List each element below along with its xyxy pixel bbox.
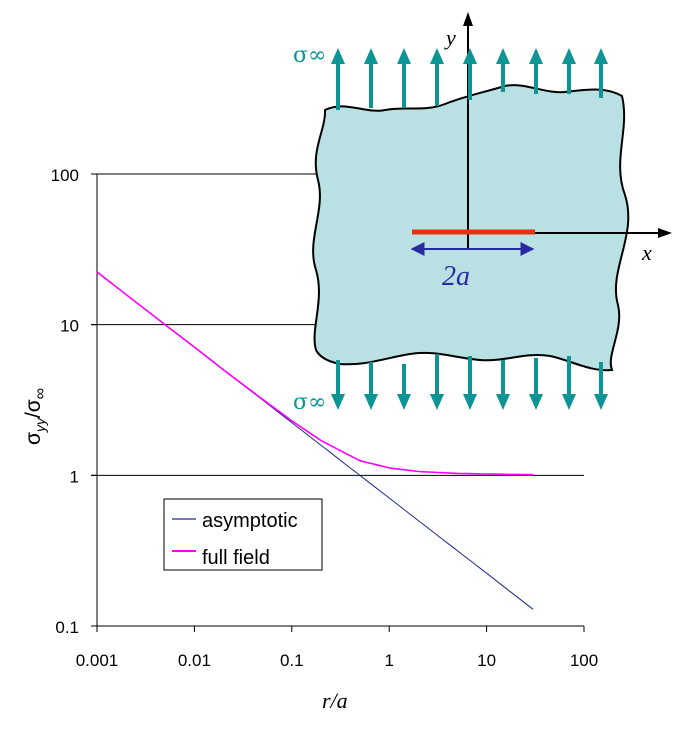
tension-arrowhead [430,394,444,410]
tension-arrowhead [594,48,608,64]
y-tick-label: 1 [70,467,79,486]
x-tick-label: 0.1 [280,651,304,670]
tension-arrowhead [562,48,576,64]
tension-arrows-bottom [331,354,608,410]
y-tick-label: 0.1 [55,618,79,637]
axes [91,173,585,632]
inset-y-arrowhead [463,12,473,26]
stress-label-top: σ∞ [293,43,326,68]
legend-box [163,498,323,571]
tension-arrowhead [594,394,608,410]
x-tick-label: 10 [477,651,496,670]
tension-arrowhead [397,48,411,64]
tension-arrowhead [529,394,543,410]
y-tick-label: 10 [60,317,79,336]
tension-arrowhead [397,394,411,410]
y-tick-label: 100 [51,166,79,185]
x-tick-label: 1 [384,651,393,670]
plate-body [312,84,630,372]
y-title-sub: yy [32,417,48,433]
stress-label-bottom: σ∞ [293,390,326,415]
tension-arrowhead [529,48,543,64]
tension-arrowhead [331,394,345,410]
x-tick-label: 0.001 [76,651,119,670]
inset-y-label: y [444,25,456,50]
x-axis-title: r/a [322,688,348,713]
y-title-sigma: σ [22,432,45,445]
x-tick-label: 0.01 [178,651,211,670]
inset-x-arrowhead [658,228,672,238]
tension-arrowhead [364,394,378,410]
series-line-full-field [96,271,534,476]
tension-arrowhead [496,394,510,410]
legend: asymptotic full field [163,498,323,571]
y-axis-title: σyy/σ∞ [22,388,49,445]
tension-arrows-top [331,48,608,110]
legend-label-asymptotic: asymptotic [202,510,298,532]
tension-arrowhead [463,48,477,64]
x-tick-label: 100 [570,651,598,670]
legend-label-full-field: full field [202,547,270,569]
tension-arrowhead [430,48,444,64]
tension-arrowhead [364,48,378,64]
cracked-plate-inset: y x 2a σ∞ σ∞ [293,12,672,415]
inset-x-label: x [641,240,652,265]
svg-text:σyy/σ∞: σyy/σ∞ [22,388,49,445]
tension-arrowhead [562,394,576,410]
tick-labels: 0.001 0.01 0.1 1 10 100 0.1 1 10 100 [51,166,599,670]
crack-length-label: 2a [442,261,470,292]
tension-arrowhead [331,48,345,64]
y-title-sub2: ∞ [32,388,49,399]
data-series [96,271,534,610]
y-title-rest: /σ [22,399,45,418]
tension-arrowhead [463,394,477,410]
tension-arrowhead [496,48,510,64]
